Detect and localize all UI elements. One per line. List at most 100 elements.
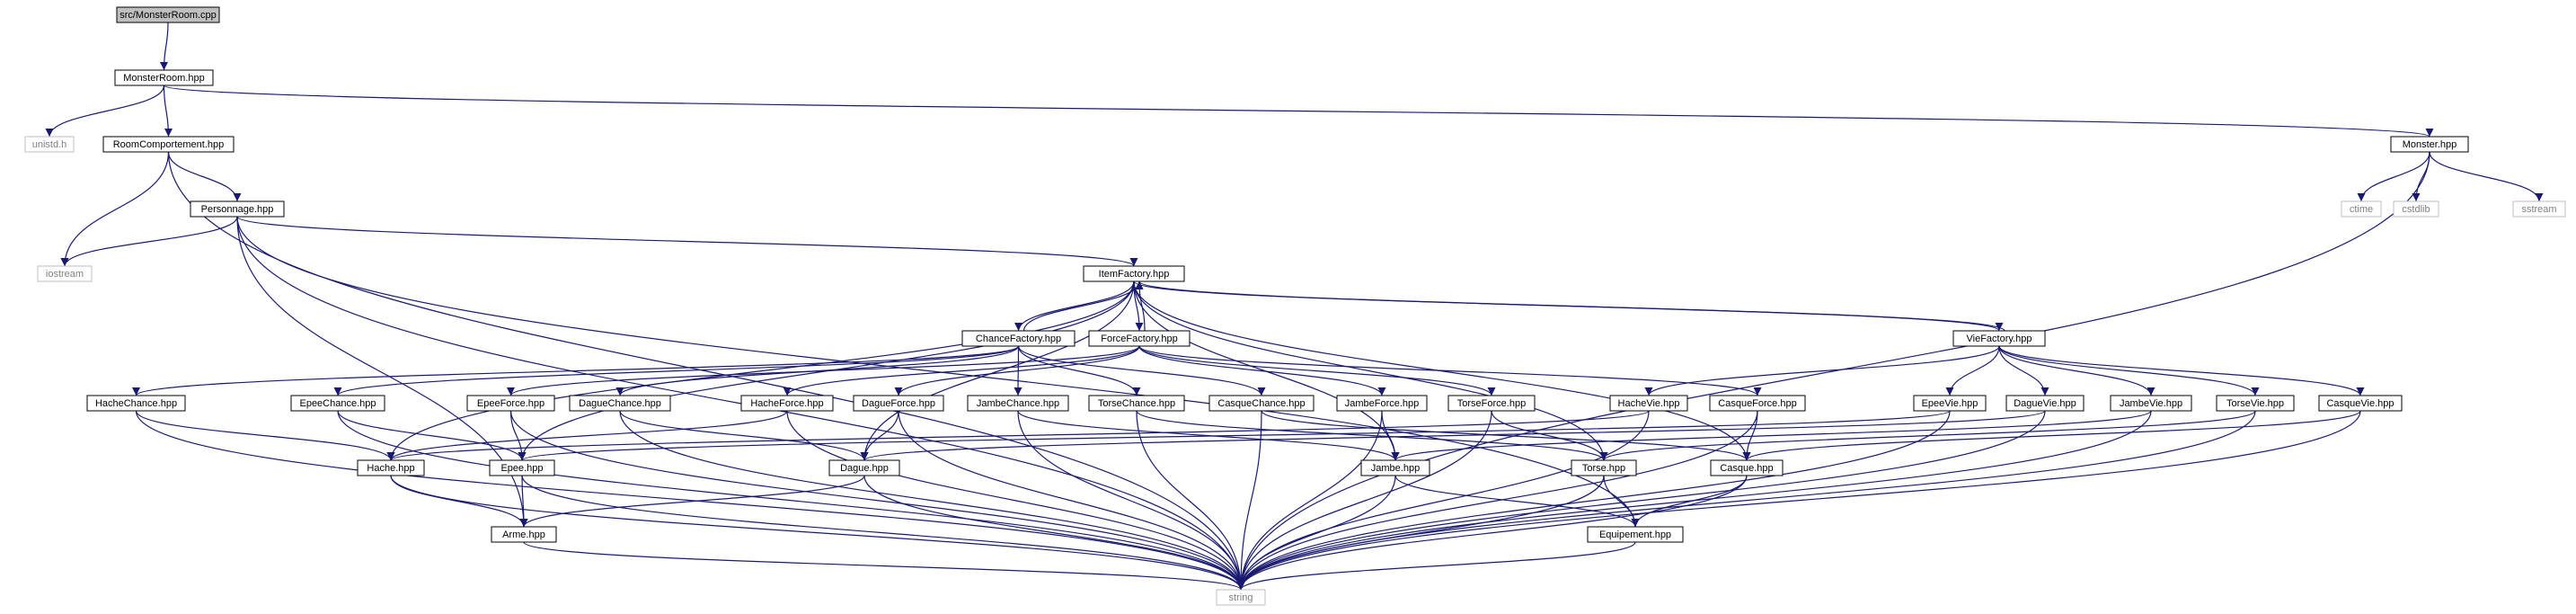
- nodes-layer: src/MonsterRoom.cppMonsterRoom.hppunistd…: [24, 6, 2566, 606]
- node-box: [1083, 265, 1185, 282]
- include-edge-path: [1017, 410, 1245, 591]
- node-label: cstdlib: [2402, 204, 2430, 215]
- node-torsevie-hpp[interactable]: TorseVie.hpp: [2216, 395, 2295, 412]
- node-cstdlib: cstdlib: [2393, 200, 2439, 218]
- include-edge-path: [1136, 410, 1245, 591]
- node-viefactory-hpp[interactable]: VieFactory.hpp: [1952, 330, 2046, 347]
- node-dagueforce-hpp[interactable]: DagueForce.hpp: [853, 395, 944, 412]
- include-edge: [337, 410, 1245, 591]
- node-jambechance-hpp[interactable]: JambeChance.hpp: [967, 395, 1069, 412]
- include-edge: [1261, 410, 1751, 461]
- node-personnage-hpp[interactable]: Personnage.hpp: [190, 200, 285, 218]
- include-edge: [1236, 475, 1748, 591]
- include-edge-path: [898, 410, 1245, 591]
- include-edge: [1998, 345, 2365, 396]
- include-edge: [1135, 280, 2005, 332]
- include-edge-path: [523, 541, 1245, 591]
- node-jambeforce-hpp[interactable]: JambeForce.hpp: [1336, 395, 1428, 412]
- node-daguechance-hpp[interactable]: DagueChance.hpp: [569, 395, 671, 412]
- include-edge-path: [236, 216, 528, 528]
- node-dague-hpp[interactable]: Dague.hpp: [828, 459, 900, 476]
- include-edge-path: [163, 85, 173, 138]
- include-edge: [1236, 475, 1396, 591]
- node-box: [2512, 200, 2566, 218]
- node-jambe-hpp[interactable]: Jambe.hpp: [1360, 459, 1430, 476]
- node-casquevie-hpp[interactable]: CasqueVie.hpp: [2318, 395, 2403, 412]
- node-equipement-hpp[interactable]: Equipement.hpp: [1587, 526, 1684, 543]
- include-edge: [1017, 345, 1266, 396]
- include-edge: [860, 280, 1135, 461]
- node-jambevie-hpp[interactable]: JambeVie.hpp: [2110, 395, 2192, 412]
- node-label: RoomComportement.hpp: [113, 139, 225, 150]
- node-label: HacheForce.hpp: [750, 398, 823, 409]
- include-edge-path: [1998, 345, 2365, 396]
- include-edge: [1381, 410, 1400, 461]
- include-edge-path: [1381, 410, 1400, 461]
- node-arme-hpp[interactable]: Arme.hpp: [491, 526, 557, 543]
- node-daguevie-hpp[interactable]: DagueVie.hpp: [2005, 395, 2085, 412]
- node-label: CasqueChance.hpp: [1217, 398, 1305, 409]
- include-edge: [60, 216, 238, 267]
- include-edge-path: [60, 151, 170, 267]
- include-edge: [619, 410, 869, 461]
- node-monsterroom-cpp[interactable]: src/MonsterRoom.cpp: [116, 6, 220, 23]
- include-edge-path: [860, 410, 2046, 461]
- node-hachechance-hpp[interactable]: HacheChance.hpp: [86, 395, 186, 412]
- include-edge-path: [507, 345, 1140, 396]
- include-edge-path: [1135, 280, 1146, 332]
- include-edge-path: [45, 85, 165, 138]
- node-monster-hpp[interactable]: Monster.hpp: [2390, 136, 2469, 153]
- node-hache-hpp[interactable]: Hache.hpp: [357, 459, 425, 476]
- node-casqueforce-hpp[interactable]: CasqueForce.hpp: [1709, 395, 1806, 412]
- node-label: src/MonsterRoom.cpp: [120, 10, 217, 21]
- node-label: iostream: [46, 269, 84, 280]
- node-epeeforce-hpp[interactable]: EpeeForce.hpp: [466, 395, 555, 412]
- include-edge-path: [1236, 410, 2361, 591]
- node-box: [2318, 395, 2403, 412]
- include-edge-path: [337, 410, 527, 461]
- node-monsterroom-hpp[interactable]: MonsterRoom.hpp: [114, 69, 214, 86]
- include-edge-path: [2357, 151, 2430, 202]
- include-edge-path: [1014, 280, 1135, 332]
- node-forcefactory-hpp[interactable]: ForceFactory.hpp: [1088, 330, 1191, 347]
- node-chancefactory-hpp[interactable]: ChanceFactory.hpp: [961, 330, 1076, 347]
- include-edge: [860, 410, 899, 461]
- node-roomcomportement-hpp[interactable]: RoomComportement.hpp: [102, 136, 235, 153]
- node-casquechance-hpp[interactable]: CasqueChance.hpp: [1208, 395, 1315, 412]
- node-hachevie-hpp[interactable]: HacheVie.hpp: [1609, 395, 1688, 412]
- include-edge: [236, 216, 528, 528]
- node-label: MonsterRoom.hpp: [123, 73, 205, 84]
- include-edge: [1236, 410, 1650, 591]
- node-hacheforce-hpp[interactable]: HacheForce.hpp: [740, 395, 834, 412]
- node-epee-hpp[interactable]: Epee.hpp: [489, 459, 555, 476]
- node-box: [1710, 459, 1784, 476]
- node-box: [114, 69, 214, 86]
- include-edge-path: [1133, 280, 1608, 461]
- include-edge-path: [894, 345, 1140, 396]
- include-edge: [45, 85, 165, 138]
- include-edge: [167, 151, 242, 202]
- include-edge-path: [1017, 345, 1266, 396]
- include-edge-path: [518, 410, 1951, 461]
- include-edge: [863, 475, 1245, 591]
- node-torsechance-hpp[interactable]: TorseChance.hpp: [1088, 395, 1185, 412]
- node-itemfactory-hpp[interactable]: ItemFactory.hpp: [1083, 265, 1185, 282]
- node-box: [1360, 459, 1430, 476]
- node-epeechance-hpp[interactable]: EpeeChance.hpp: [290, 395, 385, 412]
- node-box: [1088, 395, 1185, 412]
- node-box: [740, 395, 834, 412]
- include-edge: [783, 345, 1140, 396]
- node-label: Arme.hpp: [502, 529, 545, 540]
- include-edge: [333, 345, 1020, 396]
- include-edge-path: [1631, 475, 1748, 528]
- include-edge: [619, 410, 1245, 591]
- node-casque-hpp[interactable]: Casque.hpp: [1710, 459, 1784, 476]
- include-edge: [1236, 410, 1383, 591]
- node-epeevie-hpp[interactable]: EpeeVie.hpp: [1913, 395, 1987, 412]
- include-edge: [519, 475, 528, 528]
- node-box: [1913, 395, 1987, 412]
- include-edge-path: [135, 410, 395, 461]
- node-torseforce-hpp[interactable]: TorseForce.hpp: [1447, 395, 1536, 412]
- node-torse-hpp[interactable]: Torse.hpp: [1571, 459, 1637, 476]
